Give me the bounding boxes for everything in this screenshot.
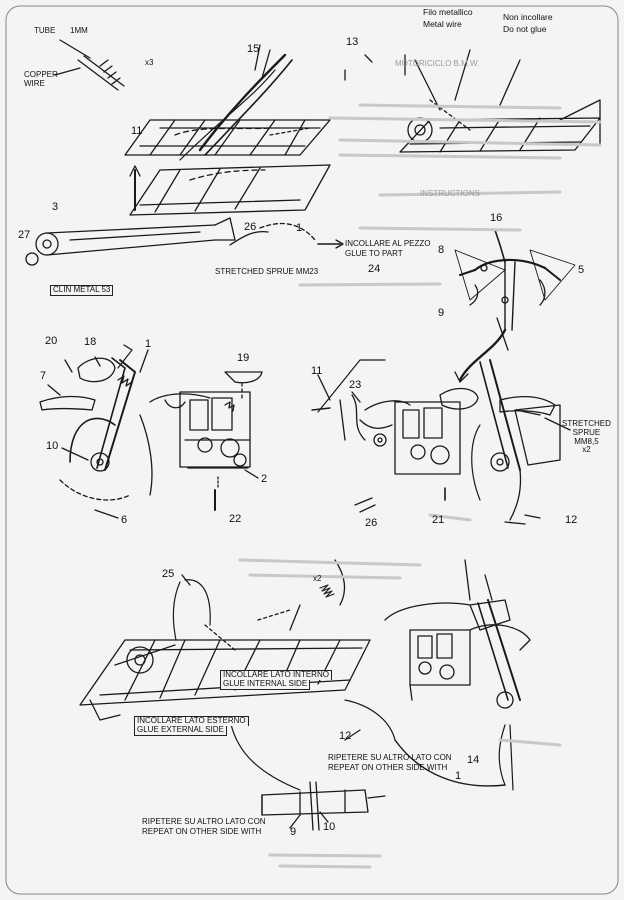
label-do-not-glue: Do not glue <box>503 24 547 34</box>
part-number-26b: 26 <box>365 517 378 529</box>
label-non-incollare: Non incollare <box>503 12 553 22</box>
label-glue-to-part: GLUE TO PART <box>345 249 403 258</box>
part-number-24: 24 <box>368 263 381 275</box>
label-tube-size: 1MM <box>70 26 88 35</box>
part-number-10: 10 <box>46 440 59 452</box>
part-number-12: 12 <box>565 514 578 526</box>
part-number-8: 8 <box>438 244 445 256</box>
part-number-1b: 1 <box>145 338 152 350</box>
part-number-19: 19 <box>237 352 250 364</box>
label-incollare-lato-esterno: INCOLLARE LATO ESTERNO <box>134 716 249 726</box>
part-number-7: 7 <box>40 370 47 382</box>
part-number-11b: 11 <box>311 365 323 377</box>
bottom-assembly-drawing <box>79 559 531 831</box>
label-x2: x2 <box>313 574 322 583</box>
motorcycle-left-drawing <box>39 344 263 519</box>
part-number-13: 13 <box>346 36 359 48</box>
handlebar-drawing <box>454 229 576 383</box>
label-repeat-2: REPEAT ON OTHER SIDE WITH <box>142 827 262 836</box>
part-number-20: 20 <box>45 335 58 347</box>
part-number-1c: 1 <box>455 770 462 782</box>
part-number-2: 2 <box>261 473 268 485</box>
part-number-16: 16 <box>490 212 503 224</box>
label-stretched-sprue-mm23: STRETCHED SPRUE MM23 <box>215 267 319 276</box>
label-tube: TUBE <box>34 26 56 35</box>
part-number-27: 27 <box>18 229 31 241</box>
label-incollare-al-pezzo: INCOLLARE AL PEZZO <box>345 239 431 248</box>
part-number-12b: 12 <box>339 730 352 742</box>
bleed-text-2: INSTRUCTIONS <box>420 189 480 198</box>
label-glue-external-side: GLUE EXTERNAL SIDE <box>134 725 227 736</box>
motorcycle-right-drawing <box>311 359 571 525</box>
part-number-3: 3 <box>52 201 59 213</box>
sheet-border <box>5 5 619 895</box>
label-stretched-sprue-mm85: STRETCHED SPRUE MM8,5 x2 <box>562 419 611 455</box>
label-glue-internal-side: GLUE INTERNAL SIDE <box>220 679 311 690</box>
part-number-21: 21 <box>432 514 445 526</box>
bleed-text-1: MOTORICICLO B.M.W. <box>395 59 480 68</box>
label-repeat-1: REPEAT ON OTHER SIDE WITH <box>328 763 448 772</box>
part-number-15: 15 <box>247 43 260 55</box>
part-number-9b: 9 <box>290 826 297 838</box>
step1-frame-drawing <box>25 39 373 266</box>
part-number-6: 6 <box>121 514 128 526</box>
label-ripetere-2: RIPETERE SU ALTRO LATO CON <box>142 817 266 826</box>
label-clin-metal: CLIN METAL 53 <box>50 285 114 296</box>
label-metal-wire: Metal wire <box>423 19 462 29</box>
part-number-18: 18 <box>84 336 97 348</box>
part-number-10b: 10 <box>323 821 336 833</box>
label-ripetere-1: RIPETERE SU ALTRO LATO CON <box>328 753 452 762</box>
part-number-1: 1 <box>296 222 303 234</box>
part-number-11: 11 <box>131 125 143 137</box>
part-number-25: 25 <box>162 568 175 580</box>
part-number-9: 9 <box>438 307 445 319</box>
part-number-22: 22 <box>229 513 242 525</box>
part-number-23: 23 <box>349 379 362 391</box>
label-x3: x3 <box>145 58 154 67</box>
part-number-5: 5 <box>578 264 585 276</box>
label-filo-metallico: Filo metallico <box>423 7 473 17</box>
label-copper-wire: COPPER WIRE <box>24 70 58 88</box>
bleed-through-lines <box>238 103 602 869</box>
label-incollare-lato-interno: INCOLLARE LATO INTERNO <box>220 670 332 680</box>
part-number-14: 14 <box>467 754 480 766</box>
part-number-26: 26 <box>244 221 257 233</box>
